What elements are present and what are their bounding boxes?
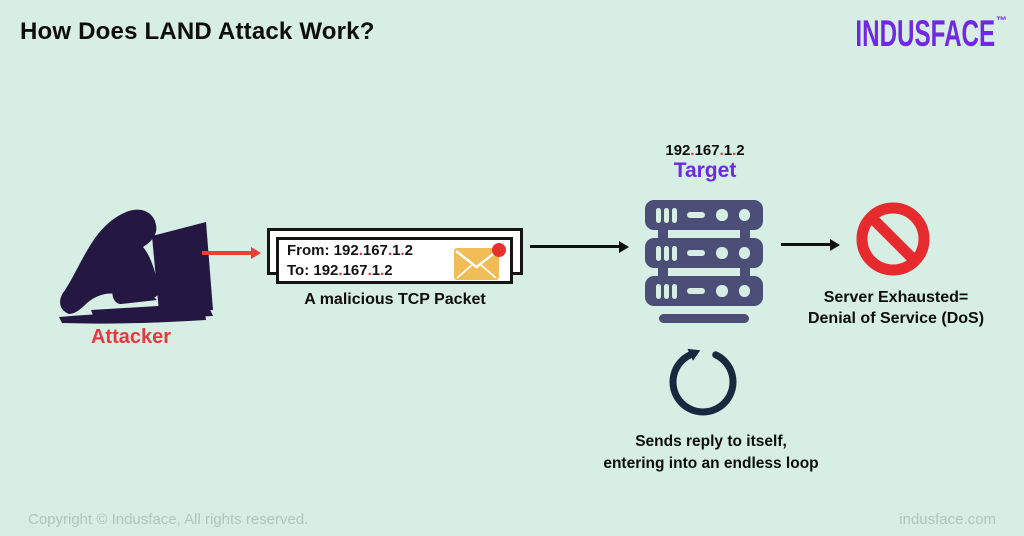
logo-text: INDUSFACE (855, 12, 995, 55)
no-entry-icon (856, 202, 930, 276)
server-icon (645, 200, 763, 324)
loop-note-line-1: Sends reply to itself, (635, 433, 787, 450)
tcp-packet: From: 192.167.1.2 To: 192.167.1.2 (267, 228, 523, 284)
tcp-packet-box: From: 192.167.1.2 To: 192.167.1.2 (276, 237, 513, 284)
trademark-symbol: ™ (996, 15, 1007, 27)
target-ip: 192.167.1.2 (665, 142, 745, 159)
server-post (658, 226, 668, 242)
target-label: Target (673, 159, 737, 182)
server-post (740, 226, 750, 242)
packet-from-line: From: 192.167.1.2 (287, 242, 413, 259)
footer-copyright: Copyright © Indusface, All rights reserv… (28, 511, 309, 528)
result-line-2: Denial of Service (DoS) (807, 310, 985, 327)
server-to-result-arrow (781, 243, 831, 246)
server-post (740, 264, 750, 280)
packet-caption: A malicious TCP Packet (304, 291, 486, 308)
loop-note: Sends reply to itself, entering into an … (597, 431, 825, 475)
result-text: Server Exhausted= Denial of Service (DoS… (790, 287, 1002, 329)
loop-note-line-2: entering into an endless loop (603, 455, 819, 472)
server-tier (645, 200, 763, 230)
server-tier (645, 276, 763, 306)
envelope-icon (454, 243, 506, 280)
server-tier (645, 238, 763, 268)
result-line-1: Server Exhausted= (823, 289, 969, 306)
packet-to-line: To: 192.167.1.2 (287, 262, 393, 279)
page-title: How Does LAND Attack Work? (20, 18, 375, 45)
server-base (659, 314, 749, 323)
server-post (658, 264, 668, 280)
indusface-logo: INDUSFACE™ (816, 12, 1007, 54)
notification-dot (492, 243, 506, 257)
packet-to-server-arrow (530, 245, 620, 248)
hacker-icon (59, 209, 213, 324)
attacker-to-packet-arrow (202, 251, 252, 255)
attacker-label: Attacker (90, 326, 172, 348)
footer-website: indusface.com (899, 511, 996, 528)
loop-arrow-icon (669, 348, 737, 416)
